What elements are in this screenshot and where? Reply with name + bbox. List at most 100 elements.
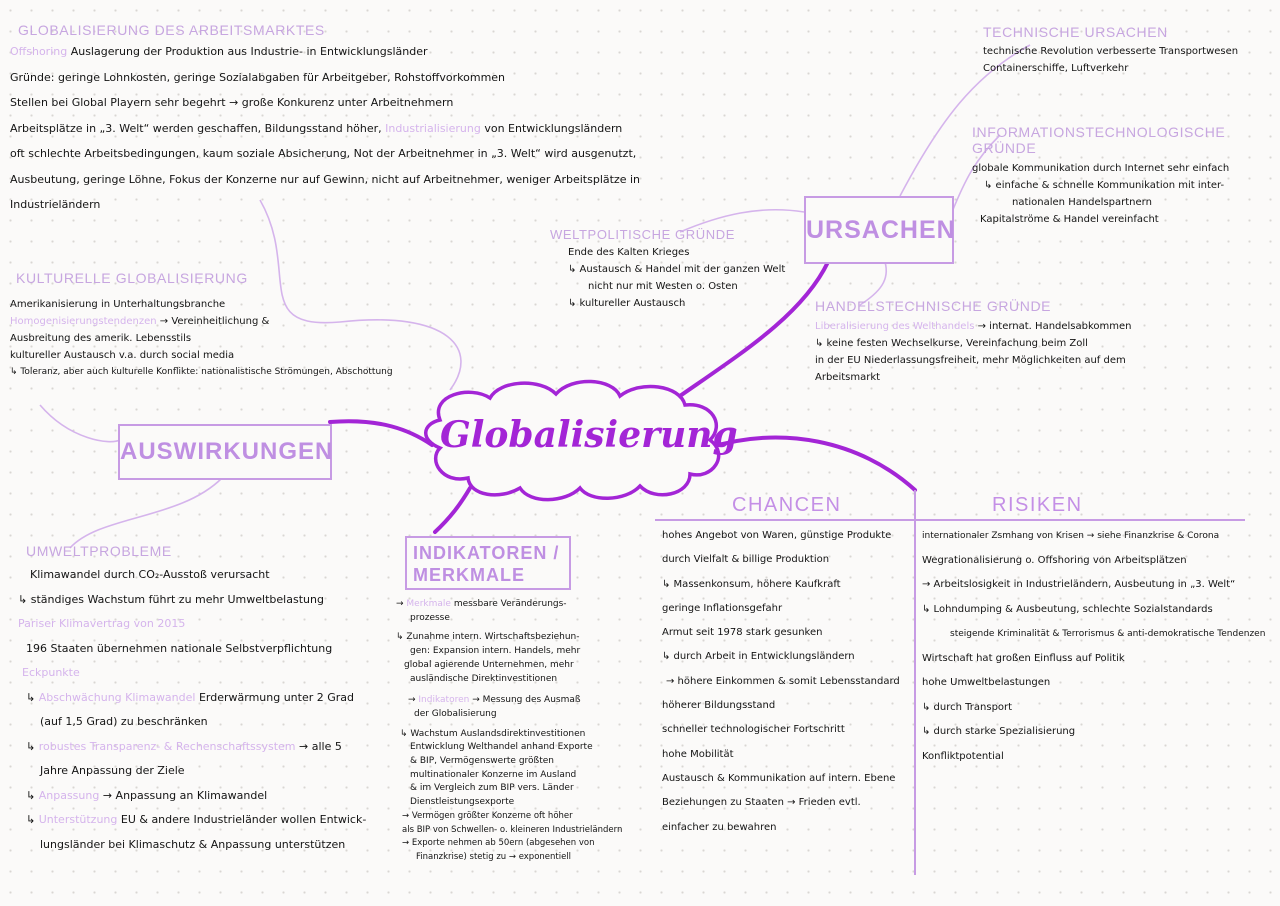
indikatoren-line: ↳ Wachstum Auslandsdirektinvestitionen: [400, 728, 586, 739]
eckpunkte: Eckpunkte: [22, 666, 80, 679]
risiken-item: Wegrationalisierung o. Offshoring von Ar…: [922, 554, 1187, 566]
abschwaechung-highlight: Abschwächung Klimawandel: [38, 690, 196, 704]
weltpolitische-gruende: WELTPOLITISCHE GRÜNDE Ende des Kalten Kr…: [550, 227, 785, 312]
chancen-list: hohes Angebot von Waren, günstige Produk…: [662, 524, 900, 840]
arrow-glyph: ↳: [26, 739, 39, 753]
branch-kulturell: [39, 404, 121, 443]
branch-technische: [899, 44, 1031, 197]
umwelt-line-rest: EU & andere Industrieländer wollen Entwi…: [117, 813, 367, 826]
chancen-item: Armut seit 1978 stark gesunken: [662, 627, 823, 639]
umwelt-heading: UMWELTPROBLEME: [26, 543, 172, 559]
indikatoren-line: → Vermögen größter Konzerne oft höher: [402, 810, 573, 821]
weltpolitisch-heading: WELTPOLITISCHE GRÜNDE: [550, 227, 735, 242]
chancen-item: hohe Mobilität: [662, 748, 734, 760]
umwelt-line-rest: → alle 5: [295, 739, 342, 753]
arrow-glyph: ↳: [26, 813, 39, 826]
risiken-item: ↳ durch starke Spezialisierung: [922, 726, 1076, 737]
arrow-glyph: ↳: [26, 788, 39, 802]
arbeitsmarkt-heading: GLOBALISIERUNG DES ARBEITSMARKTES: [18, 22, 325, 38]
center-title: Globalisierung: [440, 414, 738, 456]
handelstech-highlight: Liberalisierung des Welthandels: [815, 321, 975, 332]
arbeitsmarkt-line: Stellen bei Global Playern sehr begehrt …: [10, 96, 454, 109]
kulturell-heading: KULTURELLE GLOBALISIERUNG: [16, 270, 248, 286]
pariser-klimavertrag: Pariser Klimavertrag von 2015: [18, 617, 186, 630]
chancen-item: ↳ durch Arbeit in Entwicklungsländern: [662, 651, 855, 663]
chancen-item: einfacher zu bewahren: [662, 821, 777, 833]
risiken-list: internationaler Zsmhang von Krisen → sie…: [922, 524, 1265, 769]
chancen-item: Austausch & Kommunikation auf intern. Eb…: [662, 772, 896, 784]
umwelt-line: (auf 1,5 Grad) zu beschränken: [40, 715, 208, 728]
risiken-item: → Arbeitslosigkeit in Industrieländern, …: [922, 579, 1236, 590]
chancen-item: geringe Inflationsgefahr: [662, 602, 783, 614]
branch-handelstech: [859, 261, 887, 306]
indikatoren-line: multinationaler Konzerne im Ausland: [410, 769, 577, 780]
arbeitsmarkt-line: Industrieländern: [10, 198, 101, 211]
arrow-glyph: →: [408, 695, 419, 706]
indikatoren-line: ausländische Direktinvestitionen: [410, 673, 558, 684]
branch-chancen-risiken: [706, 435, 917, 492]
branch-ursachen: [658, 260, 830, 412]
arbeitsmarkt-line-b: von Entwicklungsländern: [480, 121, 623, 135]
risiken-item: ↳ Lohndumping & Ausbeutung, schlechte So…: [922, 603, 1213, 615]
arrow-glyph: →: [396, 599, 407, 609]
ursachen-box: URSACHEN: [804, 196, 955, 264]
handelstechnische-gruende: HANDELSTECHNISCHE GRÜNDE Liberalisierung…: [815, 298, 1132, 386]
branch-auswirkungen: [328, 419, 434, 447]
umwelt-line: 196 Staaten übernehmen nationale Selbstv…: [26, 641, 333, 655]
indikatoren-line: → Indikatoren → Messung des Ausmaß: [396, 694, 622, 708]
risiken-item: Konfliktpotential: [922, 750, 1004, 762]
indikatoren-line: Dienstleistungsexporte: [410, 797, 515, 808]
chancen-item: schneller technologischer Fortschritt: [662, 724, 845, 736]
weltpolitisch-line: ↳ Austausch & Handel mit der ganzen Welt: [568, 264, 786, 275]
branch-umwelt: [69, 477, 223, 549]
informationstech-line: nationalen Handelspartnern: [1012, 197, 1152, 208]
risiken-item: internationaler Zsmhang von Krisen → sie…: [922, 531, 1220, 541]
indikatoren-line: → Merkmale messbare Veränderungs-: [396, 598, 622, 612]
umwelt-line: Jahre Anpassung der Ziele: [40, 764, 185, 777]
handelstech-line: Arbeitsmarkt: [815, 372, 881, 383]
chancen-item: ↳ Massenkonsum, höhere Kaufkraft: [662, 578, 841, 590]
umwelt-line: Klimawandel durch CO₂-Ausstoß verursacht: [30, 568, 270, 581]
handelstech-line-rest: → internat. Handelsabkommen: [974, 321, 1132, 332]
chancen-item: höherer Bildungsstand: [662, 700, 776, 712]
anpassung-highlight: Anpassung: [38, 788, 100, 802]
indikatoren-line: Entwicklung Welthandel anhand Exporte: [410, 742, 593, 753]
handelstech-line: ↳ keine festen Wechselkurse, Vereinfachu…: [815, 338, 1088, 349]
indikatoren-text: → Merkmale messbare Veränderungs- prozes…: [396, 598, 622, 865]
risiken-item: ↳ durch Transport: [922, 701, 1013, 713]
handelstech-line: Liberalisierung des Welthandels → intern…: [815, 318, 1132, 335]
technische-ursachen: TECHNISCHE URSACHEN technische Revolutio…: [983, 24, 1238, 77]
indikatoren-line: Finanzkrise) stetig zu → exponentiell: [416, 851, 572, 862]
indikatoren-highlight: Indikatoren: [418, 695, 470, 706]
informationstech-gruende: INFORMATIONSTECHNOLOGISCHE GRÜNDE global…: [972, 124, 1280, 228]
arbeitsmarkt-line: Arbeitsplätze in „3. Welt“ werden gescha…: [10, 116, 640, 142]
risiken-item: hohe Umweltbelastungen: [922, 677, 1051, 688]
indikatoren-line: global agierende Unternehmen, mehr: [404, 659, 574, 670]
branch-weltpolitisch: [679, 208, 805, 233]
chancen-item: hohes Angebot von Waren, günstige Produk…: [662, 530, 892, 541]
indikatoren-line-rest: messbare Veränderungs-: [450, 599, 567, 609]
indikatoren-line-rest: → Messung des Ausmaß: [469, 695, 581, 706]
branch-indikatoren: [433, 486, 472, 534]
chancen-heading: CHANCEN: [732, 494, 842, 516]
handelstech-heading: HANDELSTECHNISCHE GRÜNDE: [815, 298, 1052, 314]
arbeitsmarkt-line: oft schlechte Arbeitsbedingungen, kaum s…: [10, 147, 637, 160]
auswirkungen-box: AUSWIRKUNGEN: [118, 424, 332, 480]
umwelt-line-rest: Erderwärmung unter 2 Grad: [195, 690, 355, 704]
transparenz-highlight: robustes Transparenz- & Rechenschaftssys…: [38, 739, 296, 753]
arbeitsmarkt-line-a: Arbeitsplätze in „3. Welt“ werden gescha…: [10, 121, 386, 135]
industrialisierung-highlight: Industrialisierung: [385, 121, 481, 135]
umwelt-line-rest: → Anpassung an Klimawandel: [99, 788, 268, 802]
kulturell-line: ↳ Toleranz, aber auch kulturelle Konflik…: [10, 367, 393, 377]
weltpolitisch-line: Ende des Kalten Krieges: [568, 247, 690, 258]
umwelt-line: lungsländer bei Klimaschutz & Anpassung …: [40, 837, 346, 851]
chancen-item: Beziehungen zu Staaten → Frieden evtl.: [662, 797, 861, 809]
unterstuetzung-highlight: Unterstützung: [38, 813, 118, 826]
weltpolitisch-line: ↳ kultureller Austausch: [568, 298, 686, 309]
arbeitsmarkt-line: Ausbeutung, geringe Löhne, Fokus der Kon…: [10, 172, 640, 186]
informationstech-heading: INFORMATIONSTECHNOLOGISCHE GRÜNDE: [972, 124, 1226, 156]
risiken-item: Wirtschaft hat großen Einfluss auf Polit…: [922, 652, 1125, 664]
indikatoren-box: INDIKATOREN / MERKMALE: [405, 536, 571, 590]
umwelt-line: ↳ Anpassung → Anpassung an Klimawandel: [18, 784, 366, 809]
